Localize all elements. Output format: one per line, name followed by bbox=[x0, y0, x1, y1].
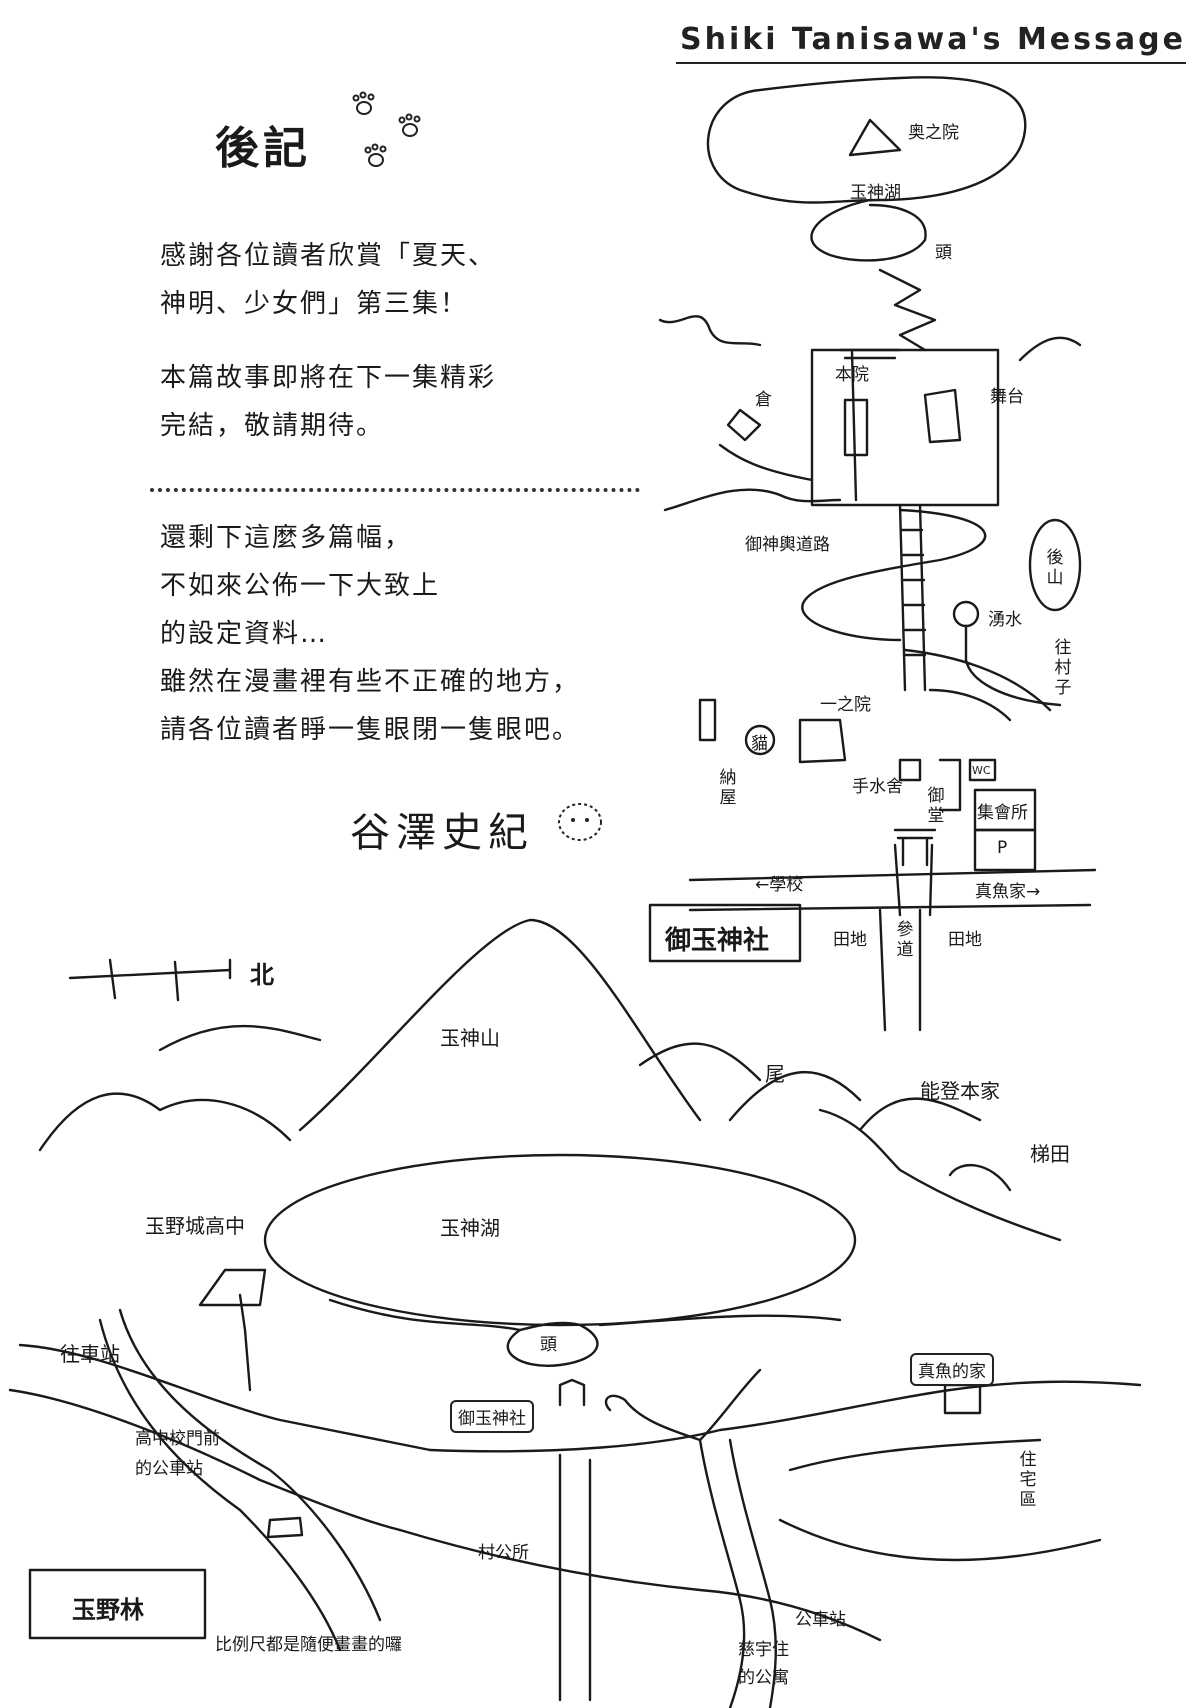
afterword-paragraph-3: 還剩下這麼多篇幅， 不如來公佈一下大致上 的設定資料… 雖然在漫畫裡有些不正確的… bbox=[160, 514, 580, 754]
afterword-title: 後記 bbox=[215, 123, 311, 174]
label-spring: 湧水 bbox=[988, 610, 1022, 630]
text-line: 本篇故事即將在下一集精彩 bbox=[160, 363, 497, 393]
text-line: 感謝各位讀者欣賞「夏天、 bbox=[160, 241, 497, 271]
label-cat: 貓 bbox=[751, 734, 768, 754]
label-tail: 尾 bbox=[765, 1062, 785, 1086]
text-line: 的設定資料… bbox=[160, 619, 329, 649]
text-line: 的公寓 bbox=[738, 1668, 789, 1688]
label-area-head: 頭 bbox=[540, 1335, 557, 1355]
label-first-hall: 一之院 bbox=[820, 695, 871, 715]
paw-prints-icon bbox=[352, 91, 421, 167]
label-area-shrine: 御玉神社 bbox=[450, 1400, 534, 1433]
label-wc: WC bbox=[972, 764, 991, 777]
label-hall: 御堂 bbox=[927, 786, 945, 826]
label-north: 北 bbox=[250, 961, 274, 989]
author-signature: 谷澤史紀 bbox=[350, 810, 534, 856]
label-back-mountain: 後山 bbox=[1046, 548, 1064, 588]
label-residential: 住宅區 bbox=[1019, 1450, 1037, 1510]
label-terraced-field: 梯田 bbox=[1030, 1142, 1070, 1166]
label-purification: 手水舍 bbox=[852, 777, 903, 797]
text-line: 的公車站 bbox=[135, 1459, 203, 1479]
dotted-divider bbox=[150, 488, 640, 492]
label-apartment: 慈宇住 的公寓 bbox=[738, 1636, 789, 1692]
area-map-lines bbox=[8, 918, 1142, 1708]
label-shed: 納屋 bbox=[719, 768, 737, 808]
label-shrine-head: 頭 bbox=[935, 243, 952, 263]
label-parking: P bbox=[997, 838, 1008, 858]
label-to-school: ←學校 bbox=[755, 875, 804, 895]
label-okunoin: 奥之院 bbox=[908, 123, 959, 143]
text-line: 神明、少女們」第三集！ bbox=[160, 289, 469, 319]
label-area-lake: 玉神湖 bbox=[440, 1216, 500, 1240]
label-approach: 參道 bbox=[896, 920, 914, 960]
label-procession-road: 御神輿道路 bbox=[745, 535, 830, 555]
text-line: 不如來公佈一下大致上 bbox=[160, 571, 441, 601]
text-line: 慈宇住 bbox=[738, 1640, 789, 1660]
text-line: 還剩下這麼多篇幅， bbox=[160, 523, 413, 553]
text-line: 雖然在漫畫裡有些不正確的地方， bbox=[160, 667, 581, 697]
shrine-map-title: 御玉神社 bbox=[665, 926, 770, 956]
afterword-paragraph-1: 感謝各位讀者欣賞「夏天、 神明、少女們」第三集！ bbox=[160, 232, 496, 328]
label-field-left: 田地 bbox=[833, 930, 867, 950]
label-mountain: 玉神山 bbox=[440, 1026, 500, 1050]
label-to-mana-home: 真魚家→ bbox=[975, 882, 1041, 902]
smiley-face-icon bbox=[558, 803, 602, 841]
label-main-hall: 本院 bbox=[835, 365, 869, 385]
label-mana-house: 真魚的家 bbox=[910, 1353, 994, 1386]
label-region: 玉野林 bbox=[72, 1596, 144, 1624]
label-noto-main-house: 能登本家 bbox=[920, 1079, 1000, 1103]
shrine-map-lines bbox=[648, 76, 1097, 1032]
label-to-station: 往車站 bbox=[60, 1342, 120, 1366]
page-header-title: Shiki Tanisawa's Message bbox=[680, 22, 1186, 57]
label-shrine-lake: 玉神湖 bbox=[850, 183, 901, 203]
label-stage: 舞台 bbox=[990, 387, 1024, 407]
label-bus-stop: 公車站 bbox=[795, 1610, 846, 1630]
label-school-bus-stop: 高中校門前 的公車站 bbox=[135, 1424, 220, 1484]
label-scale-note: 比例尺都是隨便畫畫的囉 bbox=[215, 1635, 402, 1655]
label-field-right: 田地 bbox=[948, 930, 982, 950]
label-high-school: 玉野城高中 bbox=[145, 1214, 245, 1238]
label-village-office: 村公所 bbox=[478, 1543, 529, 1563]
text-line: 高中校門前 bbox=[135, 1429, 220, 1449]
afterword-paragraph-2: 本篇故事即將在下一集精彩 完結，敬請期待。 bbox=[160, 354, 496, 450]
label-to-village: 往村子 bbox=[1054, 638, 1072, 698]
text-line: 完結，敬請期待。 bbox=[160, 411, 385, 441]
text-line: 請各位讀者睜一隻眼閉一隻眼吧。 bbox=[160, 715, 581, 745]
label-storehouse: 倉 bbox=[755, 390, 772, 410]
label-meeting-hall: 集會所 bbox=[977, 803, 1028, 823]
header-rule bbox=[676, 62, 1186, 64]
